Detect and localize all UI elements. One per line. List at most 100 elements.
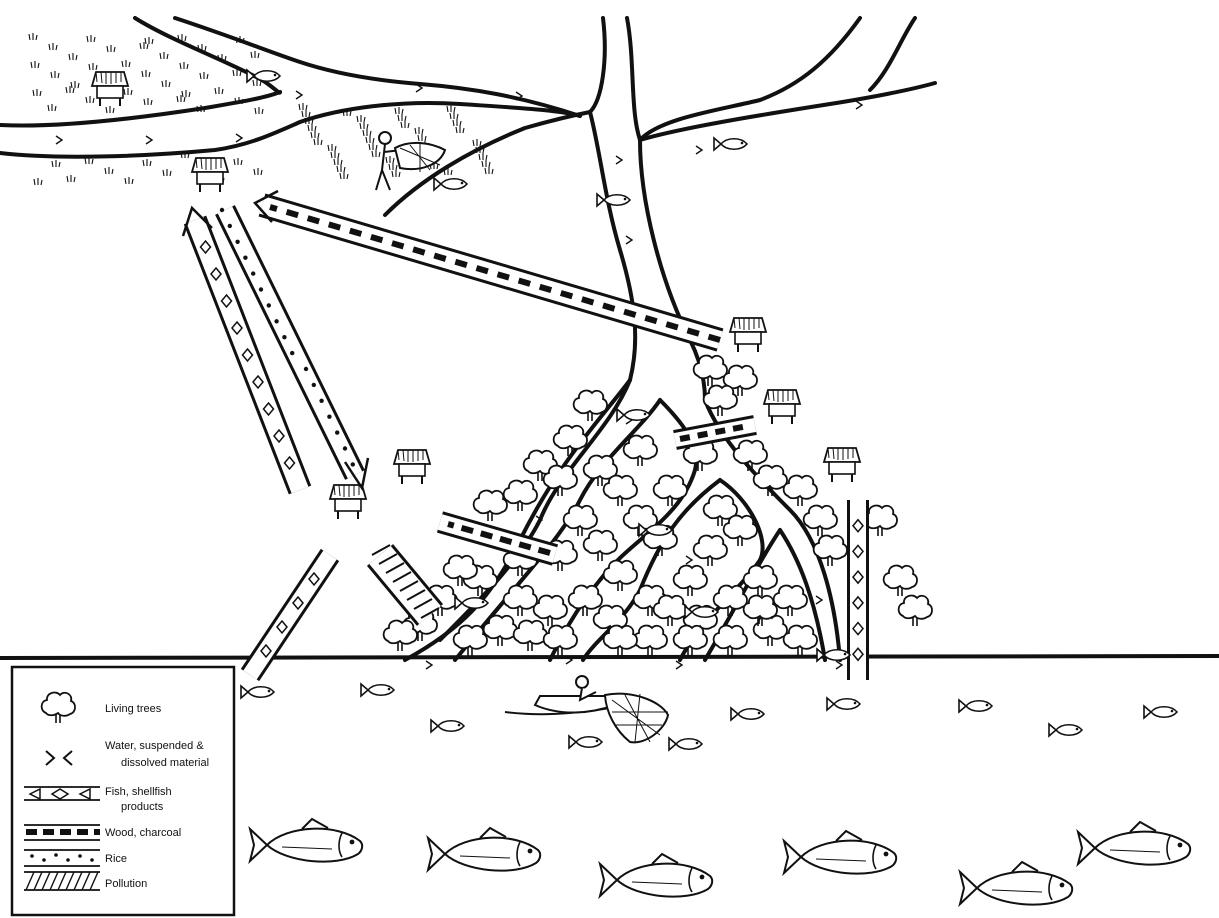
water-flow-chevron xyxy=(835,660,843,670)
mangrove-tree xyxy=(602,474,638,507)
grass-tuft xyxy=(472,138,482,147)
mangrove-tree xyxy=(652,594,688,627)
grass-tuft xyxy=(356,114,366,123)
fish-product-marker xyxy=(852,544,864,559)
grass-tuft xyxy=(30,60,40,69)
mangrove-tree xyxy=(622,434,658,467)
grass-tuft xyxy=(161,79,171,88)
mangrove-tree xyxy=(652,474,688,507)
rice-dot xyxy=(303,366,309,372)
grass-tuft xyxy=(47,103,57,112)
grass-tuft xyxy=(28,32,38,41)
grass-tuft xyxy=(162,168,172,177)
grass-tuft xyxy=(143,97,153,106)
grass-tuft xyxy=(333,157,343,166)
grass-tuft xyxy=(68,52,78,61)
legend-label-water-2: dissolved material xyxy=(121,757,209,769)
legend-label-fish-2: products xyxy=(121,801,164,813)
hut xyxy=(729,317,767,353)
grass-tuft xyxy=(388,162,398,171)
fish-product-marker xyxy=(308,571,320,587)
water-flow-chevron xyxy=(695,145,703,155)
grass-tuft xyxy=(336,164,346,173)
hut xyxy=(191,157,229,193)
grass-tuft xyxy=(330,150,340,159)
grass-tuft xyxy=(121,59,131,68)
mangrove-tree xyxy=(772,584,808,617)
rice-dot xyxy=(311,382,316,388)
water-flow-chevron xyxy=(675,660,683,670)
mangrove-tree xyxy=(897,594,933,627)
water-flow-chevron xyxy=(235,133,243,143)
grass-tuft xyxy=(159,51,169,60)
rice-dot xyxy=(350,462,355,467)
mangrove-tree xyxy=(742,564,778,597)
rice-dot xyxy=(235,239,240,244)
large-fish xyxy=(783,830,898,875)
grass-tuft xyxy=(106,44,116,53)
fish-product-marker xyxy=(852,621,864,636)
grass-tuft xyxy=(65,85,75,94)
water-chevrons-icon xyxy=(45,750,73,766)
grass-tuft xyxy=(254,106,264,115)
grass-tuft xyxy=(66,174,76,183)
legend: Living trees Water, suspended & dissolve… xyxy=(10,665,236,917)
grass-tuft xyxy=(310,130,320,139)
grass-tuft xyxy=(33,177,43,186)
grass-tuft xyxy=(484,166,494,175)
grass-tuft xyxy=(139,41,149,50)
grass-tuft xyxy=(124,176,134,185)
grass-tuft xyxy=(307,123,317,132)
small-fish xyxy=(568,735,603,749)
water-flow-chevron xyxy=(295,90,303,100)
mangrove-tree xyxy=(692,534,728,567)
mangrove-tree xyxy=(672,624,708,657)
dashed-band-icon xyxy=(24,824,100,841)
small-fish xyxy=(240,685,275,699)
water-flow-chevron xyxy=(685,555,693,565)
large-fish xyxy=(249,818,364,863)
mangrove-tree xyxy=(502,584,538,617)
legend-label-rice: Rice xyxy=(105,853,127,865)
grass-tuft xyxy=(48,42,58,51)
grass-tuft xyxy=(144,36,154,45)
grass-tuft xyxy=(88,62,98,71)
legend-label-wood: Wood, charcoal xyxy=(105,827,181,839)
mangrove-tree xyxy=(542,624,578,657)
rice-dot xyxy=(227,223,232,229)
small-fish xyxy=(430,719,465,733)
fish-product-marker xyxy=(199,239,212,255)
mangrove-tree xyxy=(452,624,488,657)
grass-tuft xyxy=(327,143,337,152)
legend-label-water-1: Water, suspended & xyxy=(105,740,204,752)
mangrove-tree xyxy=(712,624,748,657)
mangrove-tree xyxy=(482,614,518,647)
fish-product-marker xyxy=(283,455,296,471)
legend-label-pollution: Pollution xyxy=(105,878,147,890)
dotted-band-icon xyxy=(24,849,100,867)
mangrove-tree xyxy=(512,619,548,652)
fish-product-marker xyxy=(210,266,222,282)
grass-tuft xyxy=(449,111,459,120)
grass-tuft xyxy=(104,166,114,175)
grass-tuft xyxy=(86,34,96,43)
grass-tuft xyxy=(397,113,407,122)
water-flow-chevron xyxy=(55,135,63,145)
water-flow-chevron xyxy=(815,595,823,605)
large-fish xyxy=(599,853,714,898)
flow-arrows xyxy=(181,189,869,682)
grass-tuft xyxy=(414,126,424,135)
grass-tuft xyxy=(446,104,456,113)
mangrove-tree xyxy=(802,504,838,537)
grass-tuft xyxy=(85,95,95,104)
grass-tuft xyxy=(371,149,381,158)
rice-dot xyxy=(251,271,256,276)
water-flow-chevron xyxy=(615,155,623,165)
mangrove-tree xyxy=(602,624,638,657)
small-fish xyxy=(668,737,703,751)
fish-product-marker xyxy=(262,401,275,417)
small-fish xyxy=(1143,705,1178,719)
grass-tuft xyxy=(181,89,191,98)
rice-dot xyxy=(290,350,295,356)
